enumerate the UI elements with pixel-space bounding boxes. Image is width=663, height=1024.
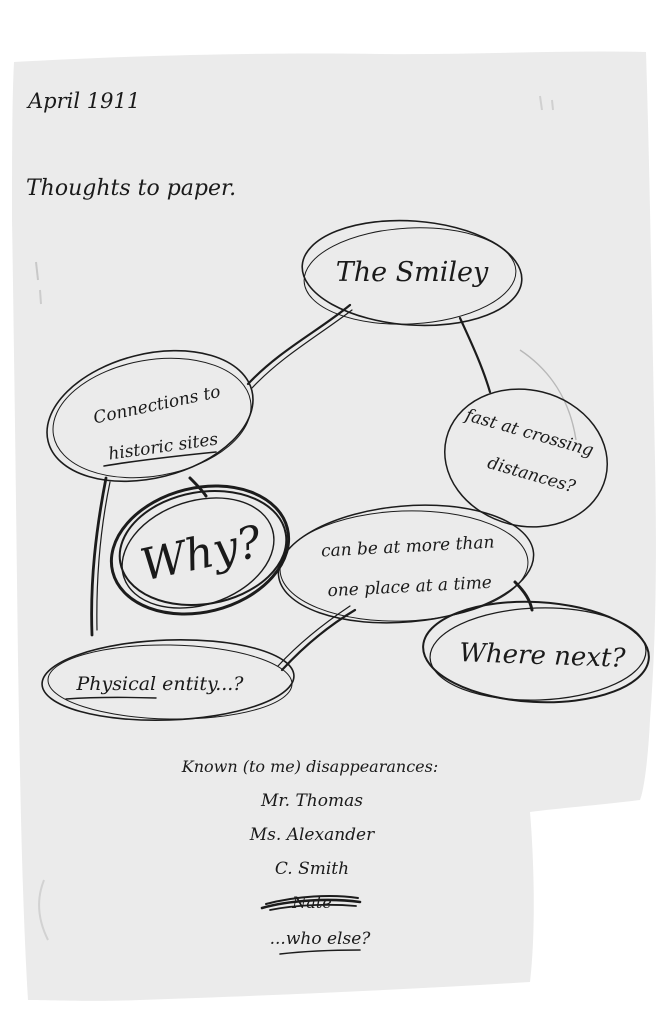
paper-smudge [38,879,49,941]
bubble-the-smiley [301,219,523,327]
bubble-physical-entity [41,638,295,722]
paper-smudge [539,95,554,111]
page-subtitle: Thoughts to paper. [26,176,236,201]
underline-historic-sites [103,451,217,467]
underline-physical [65,696,157,700]
bubble-why [109,484,291,616]
connector-lines [90,303,534,672]
underline-who-else [279,949,361,955]
paper-smudge [35,261,39,281]
list-title: Known (to me) disappearances: [181,757,438,776]
list-closing: ...who else? [270,929,372,949]
list-item-2: Ms. Alexander [249,825,375,845]
list-item-1: Mr. Thomas [260,791,363,811]
paper-smudge [39,289,42,305]
date-heading: April 1911 [26,89,140,113]
bubble-connections [46,349,254,483]
bubble-fast-crossing [444,388,608,528]
paper-sheet [12,51,656,1001]
node-the-smiley: The Smiley [336,257,489,288]
bubble-where-next [422,600,650,704]
node-physical-entity: Physical entity...? [75,673,244,695]
node-where-next: Where next? [459,638,627,674]
paper-smudge [519,349,577,441]
scribble-strikeout [260,895,362,911]
list-item-3: C. Smith [275,859,349,879]
bubble-multiple-places [277,504,535,624]
